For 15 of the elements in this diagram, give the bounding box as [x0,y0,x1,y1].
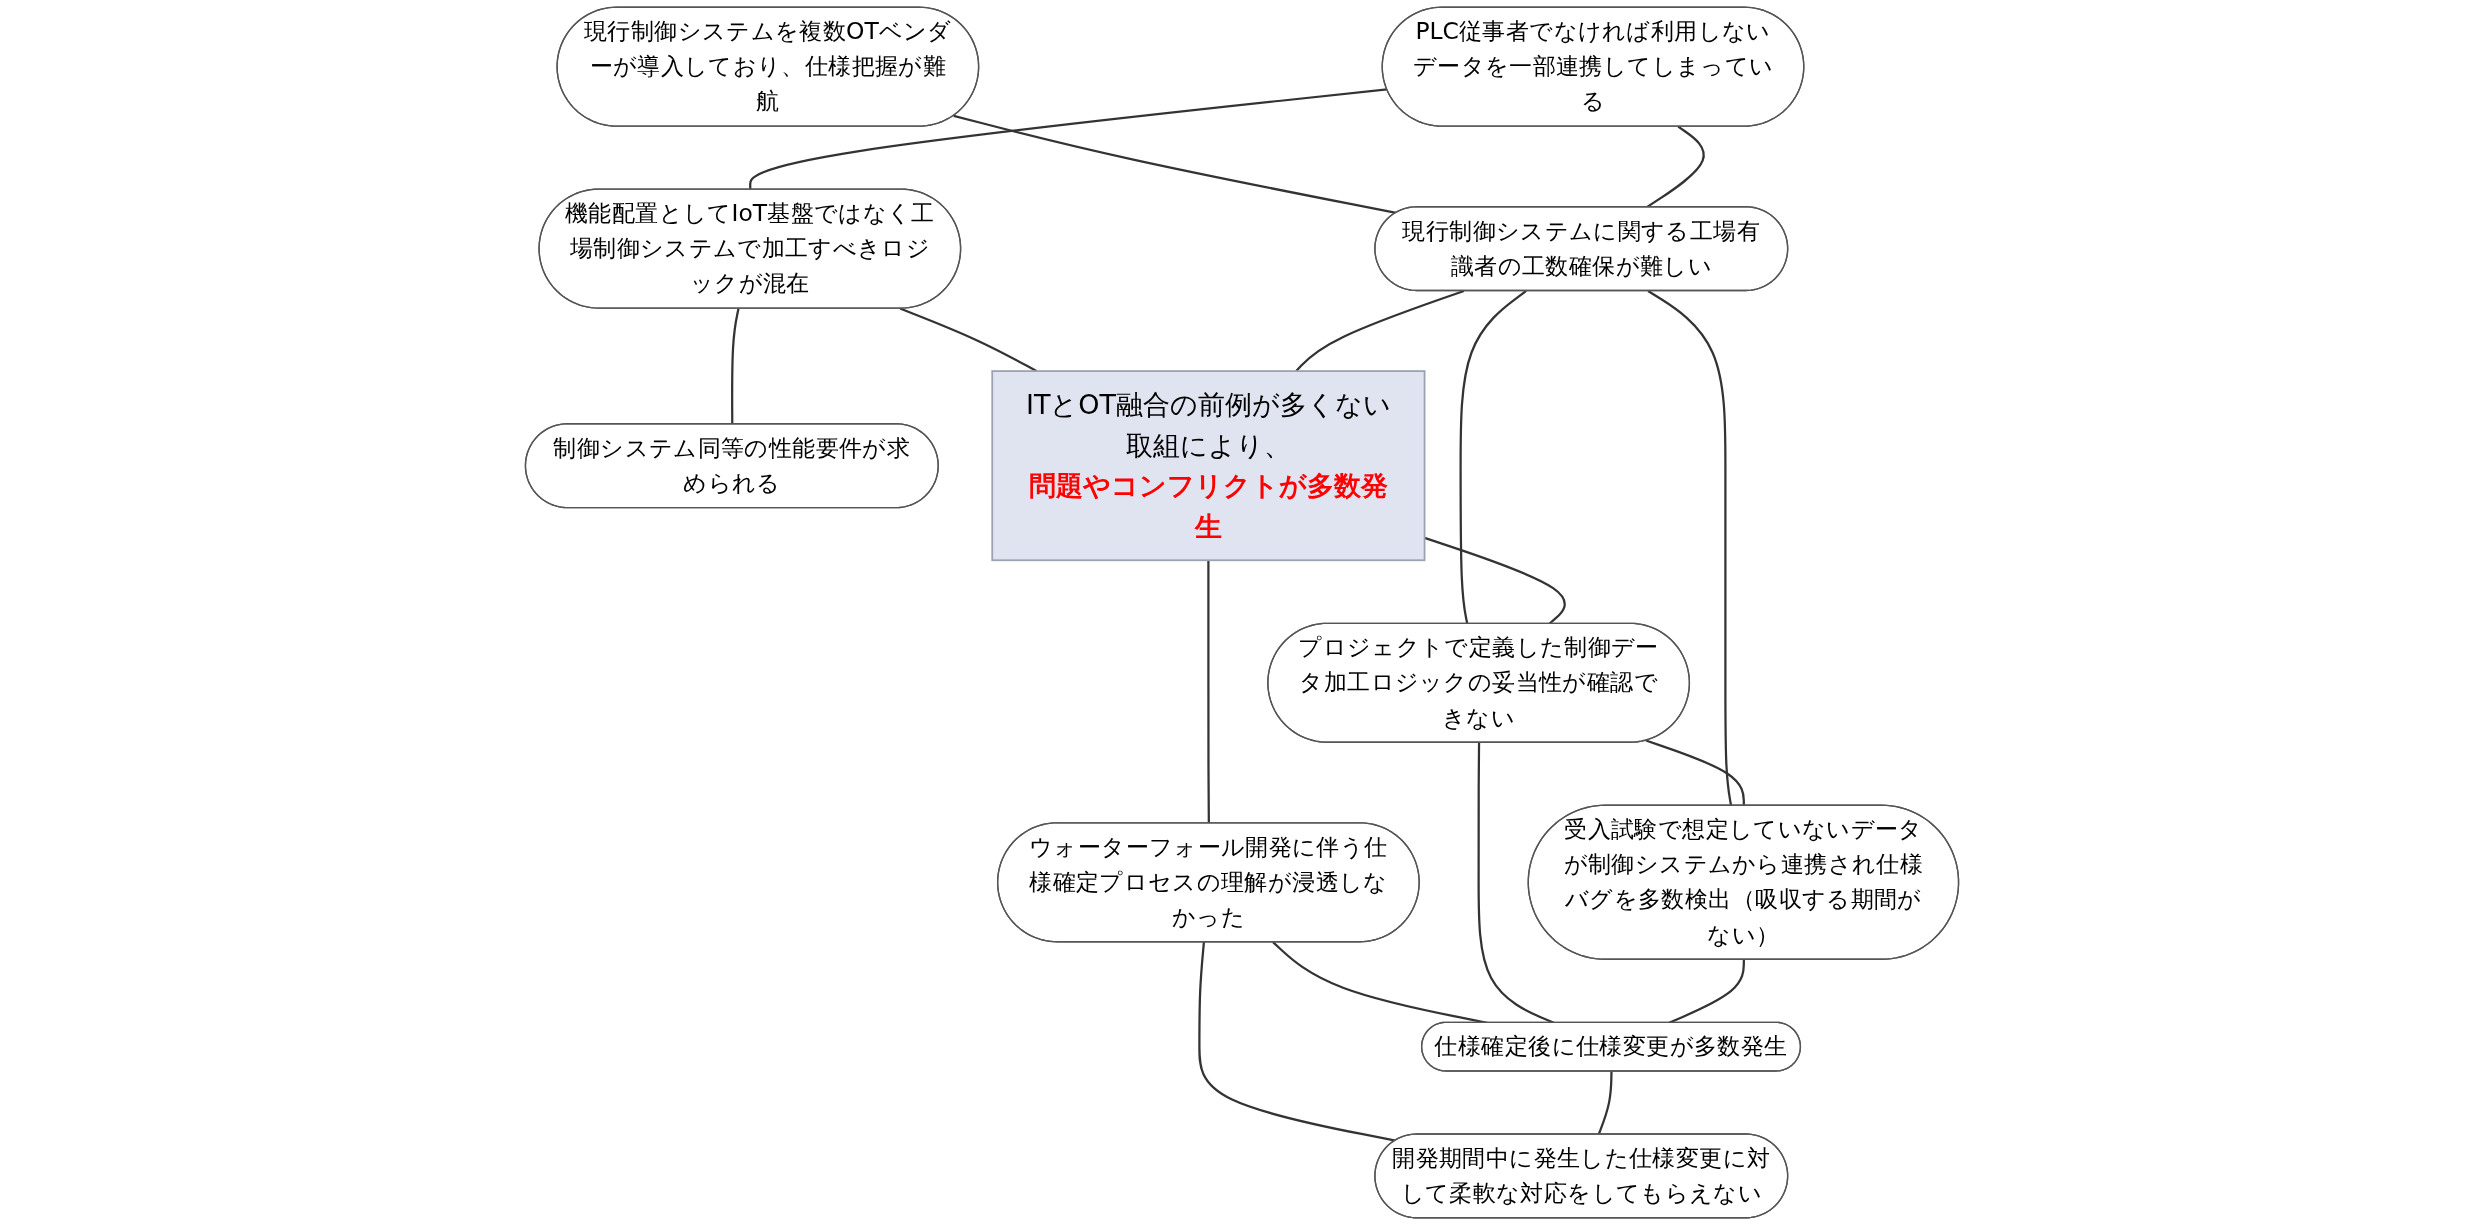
connector [1597,1071,1613,1135]
connector [899,307,1037,373]
connector [1647,290,1733,806]
connector [1424,536,1566,625]
connector [1668,959,1745,1024]
connector [731,308,740,425]
connector [1295,289,1465,372]
connector [1198,942,1396,1142]
connector [1645,739,1745,806]
node-box: ITとOT融合の前例が多くない取組により、 問題やコンフリクトが多数発生 [991,370,1426,562]
connector [1459,290,1527,624]
connector [953,114,1397,214]
connector [749,88,1388,190]
connector [1207,560,1210,824]
connector [1477,742,1555,1024]
